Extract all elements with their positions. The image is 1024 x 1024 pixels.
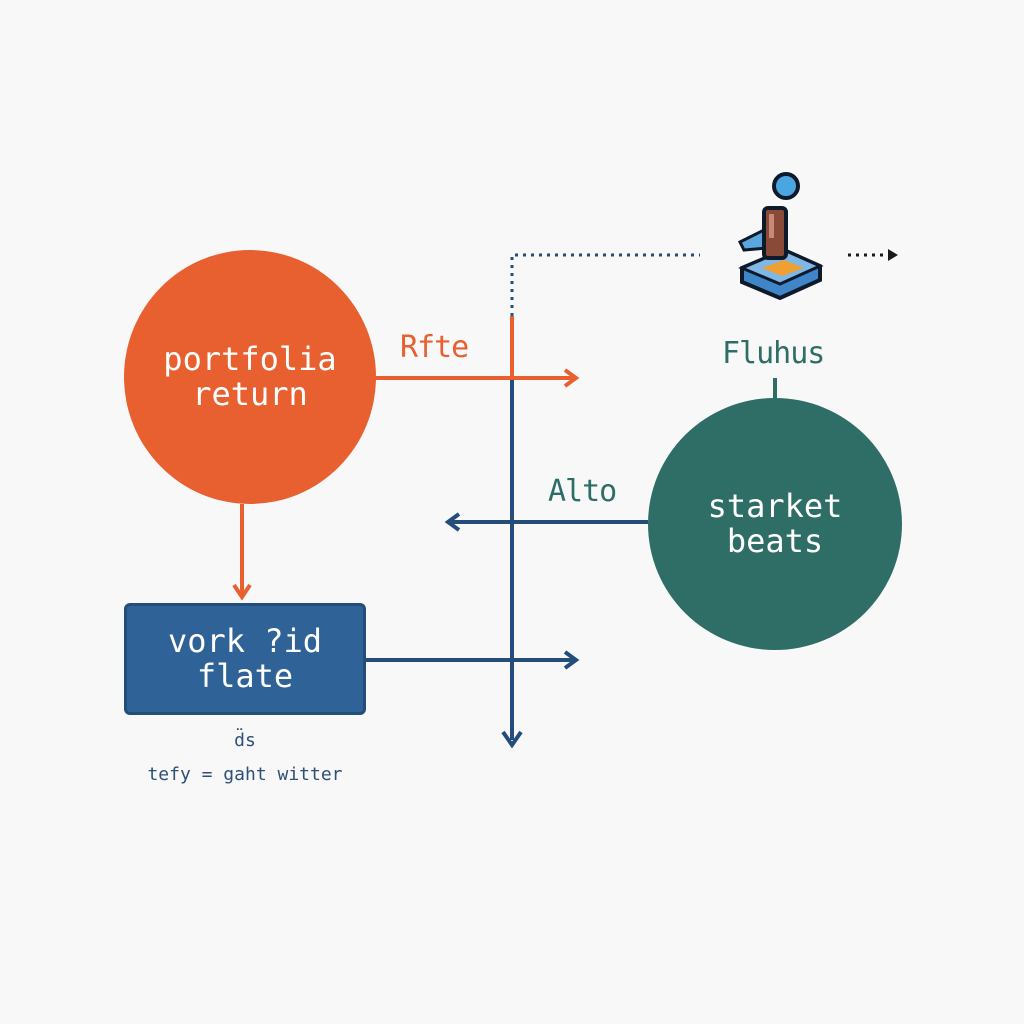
dotted-connector (510, 249, 898, 316)
node-portfolio-line2: return (192, 375, 308, 413)
node-box-line1: vork ?id (167, 621, 323, 660)
joystick-icon (737, 172, 824, 300)
node-portfolio-line1: portfolia (163, 339, 337, 378)
node-portfolio-return: portfolia return (124, 250, 376, 504)
node-box-line2: flate (196, 657, 294, 695)
edge-label-fluhus: Fluhus (722, 336, 825, 371)
edge-label-rite: Rfte (400, 330, 469, 365)
node-market-beats: starket beats (648, 398, 902, 650)
node-work-rate-box: vork ?id flate (124, 603, 366, 715)
caption-line-2: tefy = gaht witter (147, 764, 343, 785)
caption-line-1: d̈s (234, 730, 256, 751)
node-market-line2: beats (726, 522, 824, 560)
node-market-line1: starket (707, 486, 843, 525)
edge-label-alto: Alto (548, 474, 617, 509)
